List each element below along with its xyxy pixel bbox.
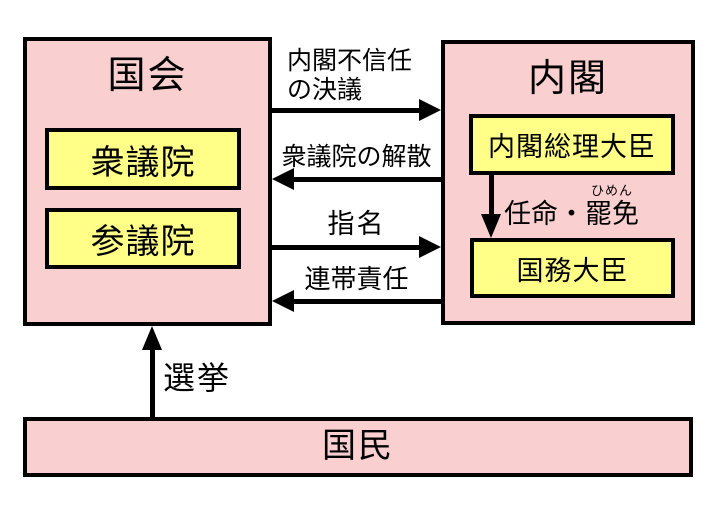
- arrow-appointment-dismissal-shaft: [489, 175, 494, 219]
- arrow-appointment-dismissal: [479, 175, 504, 238]
- arrow-nomination-head: [419, 236, 441, 258]
- node-state-ministers: 国務大臣: [470, 238, 675, 298]
- arrow-joint-responsibility: [272, 289, 441, 314]
- arrow-dissolution: [272, 167, 441, 192]
- label-election: 選挙: [163, 359, 232, 397]
- label-appointment-dismissal: 任命・罷免: [504, 199, 639, 230]
- node-prime-minister: 内閣総理大臣: [469, 114, 675, 175]
- node-house-of-representatives: 衆議院: [45, 128, 241, 190]
- arrow-joint-responsibility-head: [272, 290, 294, 312]
- arrow-appointment-dismissal-head: [481, 214, 501, 238]
- arrow-dissolution-head: [272, 168, 294, 190]
- node-state-ministers-label: 国務大臣: [516, 255, 629, 287]
- node-diet: 国会 衆議院 参議院: [23, 37, 272, 326]
- arrow-election-head: [142, 326, 162, 350]
- arrow-nomination: [272, 235, 441, 260]
- arrow-election: [140, 326, 165, 417]
- arrow-nomination-shaft: [272, 245, 422, 250]
- node-diet-label: 国会: [107, 53, 188, 97]
- node-cabinet-label: 内閣: [527, 56, 608, 100]
- label-appointment-furigana: ひめん: [591, 184, 634, 199]
- node-people-label: 国民: [322, 426, 394, 467]
- arrow-dissolution-shaft: [291, 177, 441, 182]
- label-no-confidence-line2: の決議: [287, 75, 363, 104]
- arrow-no-confidence-shaft: [272, 108, 422, 113]
- label-nomination: 指名: [327, 209, 386, 240]
- arrow-no-confidence: [272, 98, 441, 123]
- arrow-joint-responsibility-shaft: [291, 299, 441, 304]
- label-no-confidence: 内閣不信任 の決議: [287, 46, 412, 104]
- label-dissolution: 衆議院の解散: [281, 142, 432, 171]
- arrow-no-confidence-head: [419, 99, 441, 121]
- node-cabinet: 内閣 内閣総理大臣 国務大臣: [441, 40, 695, 325]
- node-prime-minister-label: 内閣総理大臣: [488, 132, 656, 163]
- label-no-confidence-line1: 内閣不信任: [287, 46, 413, 75]
- node-house-of-councillors-label: 参議院: [90, 222, 196, 262]
- label-joint-responsibility: 連帯責任: [304, 265, 409, 295]
- node-house-of-representatives-label: 衆議院: [90, 142, 196, 183]
- node-house-of-councillors: 参議院: [45, 208, 241, 269]
- arrow-election-shaft: [150, 345, 155, 417]
- node-people: 国民: [23, 417, 693, 477]
